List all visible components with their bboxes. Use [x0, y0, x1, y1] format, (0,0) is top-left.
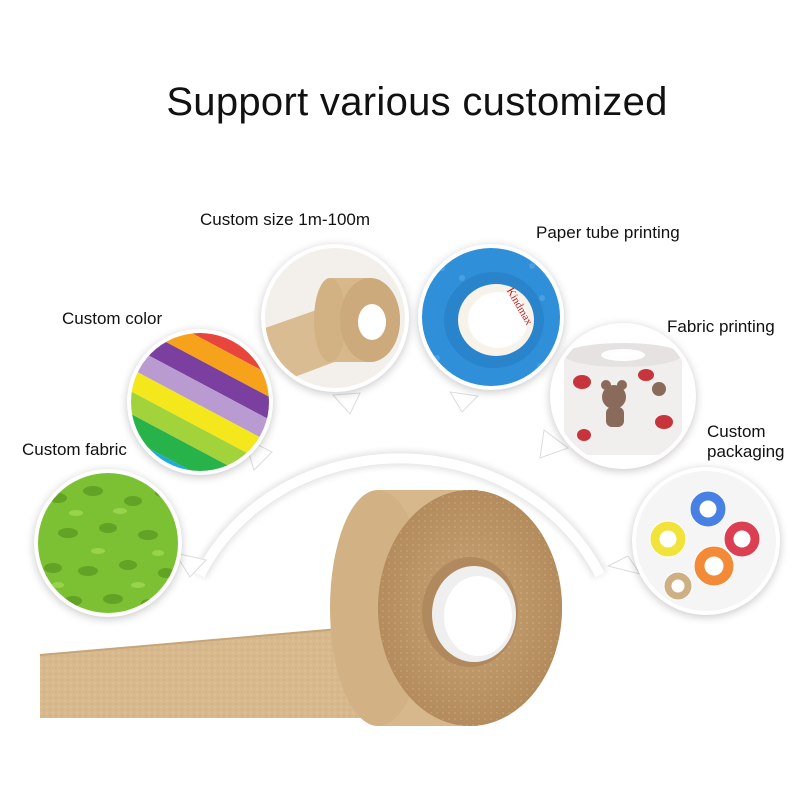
circle-custom-size [265, 248, 405, 388]
label-custom-packaging-line1: Custom [707, 422, 766, 441]
color-swatches-image [131, 333, 269, 471]
label-custom-packaging: Custom packaging [707, 422, 785, 462]
circle-custom-color [131, 333, 269, 471]
circle-custom-fabric [38, 473, 178, 613]
label-custom-packaging-line2: packaging [707, 442, 785, 461]
label-custom-color: Custom color [62, 309, 163, 328]
packaged-rolls-image [636, 471, 776, 611]
label-fabric-printing: Fabric printing [667, 317, 775, 336]
label-paper-tube-printing: Paper tube printing [536, 223, 680, 242]
green-fabric-image [38, 473, 178, 613]
circle-fabric-printing [554, 327, 692, 465]
label-custom-size: Custom size 1m-100m [200, 210, 371, 229]
page-title: Support various customized [166, 80, 668, 124]
blue-roll-image: Kindmax [422, 248, 560, 386]
circle-custom-packaging [636, 471, 776, 611]
circle-paper-tube-printing: Kindmax [422, 248, 560, 386]
label-custom-fabric: Custom fabric [22, 440, 127, 459]
beige-roll-image [265, 248, 405, 388]
main-tape-roll [39, 490, 562, 726]
printed-roll-image [554, 327, 692, 465]
